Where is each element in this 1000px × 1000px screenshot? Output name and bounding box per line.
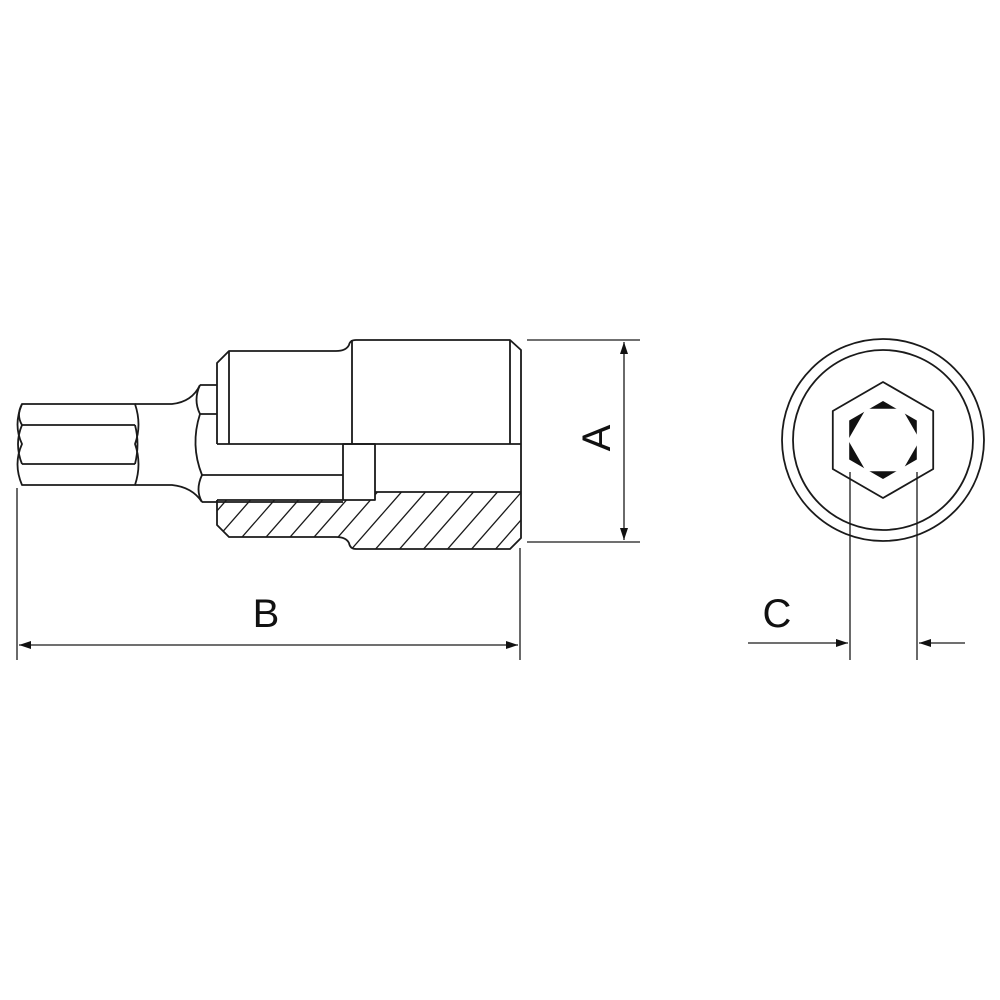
outer-hexagon [831,381,935,499]
shank [135,384,217,503]
dimension-b: B [16,488,521,660]
hatch-line [582,480,652,560]
hatch-line [534,480,604,560]
hatch-line [606,480,676,560]
dimension-a: A [527,339,640,543]
dimension-b-label: B [253,592,280,636]
hatch-line [389,492,461,549]
socket-end-view [781,338,985,542]
hatch-line [341,492,413,549]
dimension-a-label: A [575,424,619,451]
hatch-line [461,492,521,549]
hex-bit [16,403,140,486]
hatch-line [485,492,521,549]
drive-hole [848,408,920,472]
hatch-line [217,492,221,549]
hatch-line [558,480,628,560]
hatch-line [437,492,509,549]
dimension-c: C [748,472,965,660]
hatch-line [365,492,437,549]
dimension-c-label: C [763,592,792,636]
hatch-line [413,492,485,549]
